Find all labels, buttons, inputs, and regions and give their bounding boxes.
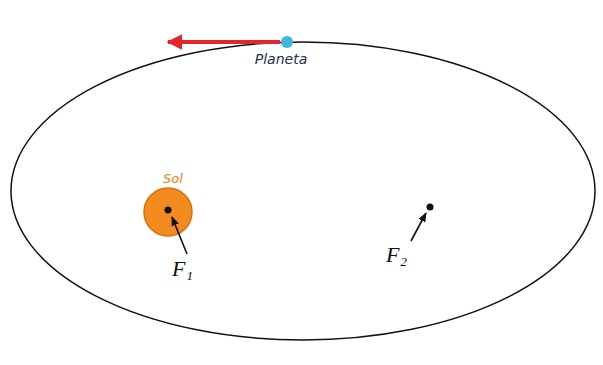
focus-dot <box>427 204 434 211</box>
leader-line <box>172 217 187 254</box>
focus-label: F₂ <box>386 243 407 267</box>
planet-label: Planeta <box>255 52 307 67</box>
sun-label: Sol <box>163 172 183 186</box>
leader-line <box>411 213 426 241</box>
planet <box>281 36 293 48</box>
velocity-arrow <box>168 40 280 44</box>
focus-label: F₁ <box>172 257 193 281</box>
focus-dot <box>165 207 172 214</box>
sun <box>144 188 192 236</box>
orbit-ellipse <box>11 42 595 340</box>
